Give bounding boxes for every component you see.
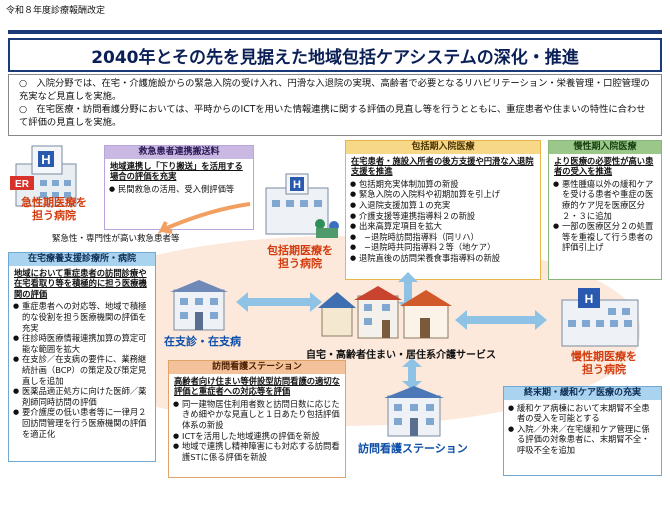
- list-item: 出来高算定項目を拡大: [350, 221, 536, 232]
- home-clinic-building-icon: [170, 280, 228, 331]
- revision-note: 令和８年度診療報酬改定: [6, 6, 106, 16]
- list-item: 入院／外来／在宅緩和ケア管理に係る評価の対象患者に、末期腎不全・呼吸不全を追加: [508, 424, 657, 456]
- list-item: −退院時共同指導料２等（地ケア）: [350, 242, 536, 253]
- housing-label: 自宅・高齢者住まい・居住系介護サービス: [306, 350, 496, 361]
- list-item: 入退院支援加算１の充実: [350, 200, 536, 211]
- admission-care-sub: 在宅患者・施設入所者の後方支援や円滑な入退院支援を推進: [351, 155, 534, 177]
- home-nursing-sub: 高齢者向け住まい等併設型訪問看護の適切な評価と重症者への対応等を評価: [174, 375, 340, 397]
- svg-text:H: H: [585, 292, 594, 306]
- chronic-hospital-label: 慢性期医療を 担う病院: [571, 350, 637, 376]
- home-nursing-panel: 訪問看護ステーション 高齢者向け住まい等併設型訪問看護の適切な評価と重症者への対…: [168, 360, 346, 478]
- home-support-heading: 在宅療養支援診療所・病院: [9, 253, 155, 266]
- chronic-hospital-building-icon: H: [561, 288, 639, 347]
- list-item: 包括期充実体制加算の新設: [350, 179, 536, 190]
- emergency-transport-sub: 地域連携し「下り搬送」を活用する場合の評価を充実: [110, 160, 243, 182]
- emergency-note: 緊急性・専門性が高い救急患者等: [52, 234, 180, 244]
- summary-line-2: ○ 在宅医療・訪問看護分野においては、平時からのICTを用いた情報連携に関する評…: [19, 104, 646, 128]
- list-item: 緊急入院の入院料や初期加算を引上げ: [350, 189, 536, 200]
- svg-text:H: H: [41, 152, 50, 167]
- list-item: 同一建物居住利用者数と訪問日数に応じたきめ細やかな見直しと１日あたり包括評価体系…: [173, 399, 341, 431]
- list-item: 民間救急の活用、受入側評価等: [109, 184, 249, 195]
- list-item: 介護支援等連携指導料２の新設: [350, 211, 536, 222]
- home-support-panel: 在宅療養支援診療所・病院 地域において重症患者の訪問診療や在宅看取り等を積極的に…: [8, 252, 156, 462]
- list-item: 重症患者への対応等、地域で積極的な役割を担う医療機関の評価を充実: [13, 301, 151, 333]
- home-nursing-double-arrow-icon: [402, 358, 422, 390]
- list-item: 要介護度の低い患者等に一律月２回訪問管理を行う医療機関の評価を適正化: [13, 407, 151, 439]
- emergency-transport-heading: 救急患者連携搬送料: [105, 146, 253, 159]
- acute-hospital-building-icon: H ER: [10, 145, 77, 207]
- list-item: ICTを活用した地域連携の評価を新設: [173, 431, 341, 442]
- title-underline: [8, 30, 662, 34]
- acute-hospital-label: 急性期医療を 担う病院: [21, 196, 87, 222]
- palliative-care-heading: 終末期・緩和ケア医療の充実: [504, 387, 661, 400]
- clinic-home-double-arrow-icon: [236, 292, 322, 312]
- nursing-station-label: 訪問看護ステーション: [358, 442, 468, 455]
- home-clinic-label: 在支診・在支病: [164, 335, 241, 348]
- summary-box: ○ 入院分野では、在宅・介護施設からの緊急入院の受け入れ、円滑な入退院の実現、高…: [8, 74, 662, 136]
- list-item: 悪性腫瘍以外の緩和ケアを受ける患者や重症の医療的ケア児を医療区分２・３に追加: [553, 179, 657, 221]
- list-item: 地域で連携し精神障害にも対応する訪問看護STに係る評価を新設: [173, 441, 341, 462]
- svg-text:H: H: [293, 179, 301, 191]
- admission-care-panel: 包括期入院医療 在宅患者・施設入所者の後方支援や円滑な入退院支援を推進 包括期充…: [345, 140, 541, 280]
- summary-line-1: ○ 入院分野では、在宅・介護施設からの緊急入院の受け入れ、円滑な入退院の実現、高…: [19, 78, 650, 102]
- home-nursing-heading: 訪問看護ステーション: [169, 361, 345, 374]
- chronic-care-sub: より医療の必要性が高い患者の受入を推進: [554, 155, 654, 177]
- list-item: −退院時訪問指導料（同リハ）: [350, 232, 536, 243]
- emergency-transport-panel: 救急患者連携搬送料 地域連携し「下り搬送」を活用する場合の評価を充実 民間救急の…: [104, 145, 254, 230]
- home-support-sub: 地域において重症患者の訪問診療や在宅看取り等を積極的に担う医療機関の評価: [14, 267, 147, 299]
- chronic-care-heading: 慢性期入院医療: [549, 141, 661, 154]
- nursing-station-building-icon: [384, 386, 444, 437]
- housing-cluster-icon: [318, 286, 452, 339]
- list-item: 在支診／在支病の要件に、業務継続計画（BCP）の策定及び策定見直しを追加: [13, 354, 151, 386]
- admission-care-heading: 包括期入院医療: [346, 141, 540, 154]
- community-hospital-building-icon: H: [265, 173, 339, 238]
- transfer-arrow-icon: [157, 202, 251, 234]
- list-item: 一部の医療区分２の処置等を重複して行う患者の評価引上げ: [553, 221, 657, 253]
- palliative-care-panel: 終末期・緩和ケア医療の充実 緩和ケア病棟において末期腎不全患者の受入を可能とする…: [503, 386, 662, 476]
- page-title: 2040年とその先を見据えた地域包括ケアシステムの深化・推進: [8, 38, 662, 72]
- list-item: 緩和ケア病棟において末期腎不全患者の受入を可能とする: [508, 403, 657, 424]
- community-hospital-label: 包括期医療を 担う病院: [267, 244, 333, 270]
- list-item: 医薬品適正処方に向けた医師／薬剤師同時訪問の評価: [13, 386, 151, 407]
- chronic-care-panel: 慢性期入院医療 より医療の必要性が高い患者の受入を推進 悪性腫瘍以外の緩和ケアを…: [548, 140, 662, 280]
- list-item: 往診時医療情報連携加算の算定可能な範囲を拡大: [13, 333, 151, 354]
- list-item: 退院直後の訪問栄養食事指導料の新設: [350, 253, 536, 264]
- er-sign: ER: [15, 179, 30, 190]
- home-chronic-double-arrow-icon: [455, 310, 547, 330]
